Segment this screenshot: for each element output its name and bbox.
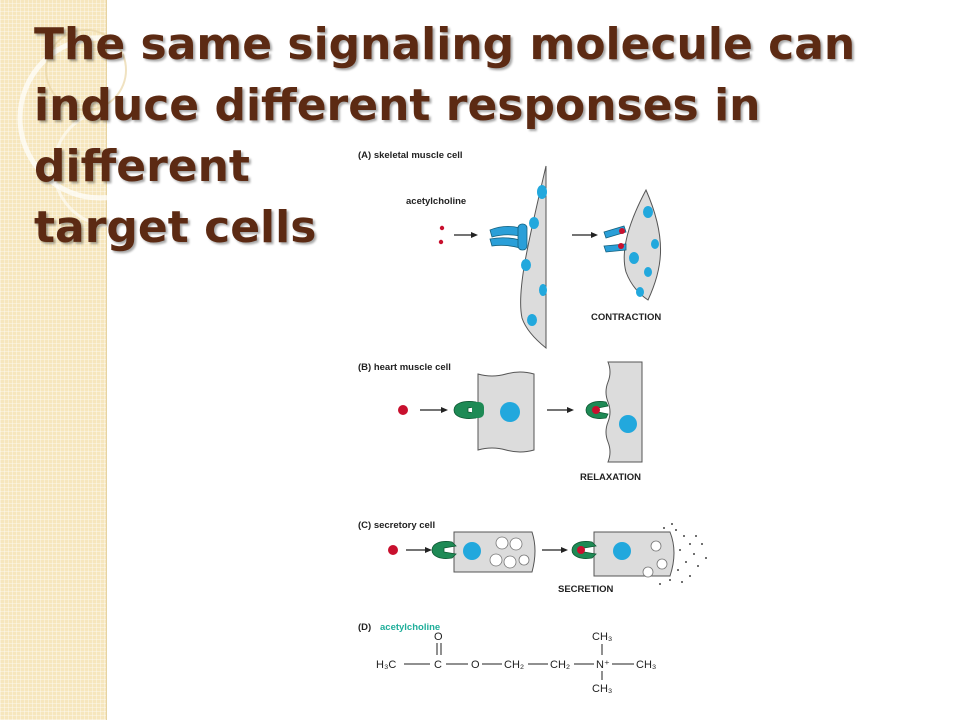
secreting-cell: [593, 531, 675, 577]
nucleus: [651, 239, 659, 249]
formula-ch2-a: CH₂: [504, 659, 524, 671]
ligand-dot: [398, 405, 408, 415]
decorative-side-band: [0, 0, 140, 720]
secreted-particles: [659, 523, 707, 585]
nucleus: [613, 542, 631, 560]
secreting-vesicles: [642, 540, 668, 578]
nucleus: [619, 415, 637, 433]
nucleus: [527, 314, 537, 326]
panel-c-label: (C) secretory cell: [358, 520, 435, 531]
formula-oxygen: O: [471, 659, 480, 671]
signaling-figure: (A) skeletal muscle cell acetylcholine: [358, 150, 707, 695]
nucleus: [643, 206, 653, 218]
bound-ligand: [592, 406, 600, 414]
arrow-b2-head: [567, 407, 574, 413]
arrow-a2-head: [591, 232, 598, 238]
formula-ch3-top: CH₃: [592, 631, 612, 643]
receptor-channel: [489, 223, 528, 251]
decorative-circles: [17, 29, 140, 228]
nucleus: [636, 287, 644, 297]
panel-d-label-prefix: (D): [358, 622, 371, 633]
green-receptor-stem: [472, 402, 484, 418]
vesicles: [489, 536, 530, 569]
formula-ch3-right: CH₃: [636, 659, 656, 671]
panel-d-acetylcholine-structure: (D) acetylcholine H₃C C O O CH₂ CH₂ N⁺ C…: [358, 622, 656, 695]
nucleus: [537, 185, 547, 199]
ligand-dot: [439, 225, 445, 231]
arrow-b1-head: [441, 407, 448, 413]
nucleus: [500, 402, 520, 422]
green-receptor: [431, 541, 457, 559]
nucleus: [644, 267, 652, 277]
secretion-label: SECRETION: [558, 584, 614, 595]
nucleus: [463, 542, 481, 560]
panel-b-heart-muscle: (B) heart muscle cell RELAXATION: [358, 361, 643, 483]
arrow-c2-head: [561, 547, 568, 553]
nucleus: [529, 217, 539, 229]
formula-carbon: C: [434, 659, 442, 671]
panel-c-secretory-cell: (C) secretory cell SECRETION: [358, 520, 707, 595]
relaxed-heart-cell: [605, 361, 643, 463]
contraction-label: CONTRACTION: [591, 312, 661, 323]
panel-a-label: (A) skeletal muscle cell: [358, 150, 463, 161]
ligand-dot: [388, 545, 398, 555]
arrow-a1-head: [471, 232, 478, 238]
formula-h3c: H₃C: [376, 659, 396, 671]
arrow-c1-head: [425, 547, 432, 553]
panel-d-label-name: acetylcholine: [380, 622, 440, 633]
formula-ch3-bottom: CH₃: [592, 683, 612, 695]
skeletal-muscle-cell: [520, 165, 547, 350]
nucleus: [629, 252, 639, 264]
nucleus: [521, 259, 531, 271]
formula-ch2-b: CH₂: [550, 659, 570, 671]
slide-title: The same signaling molecule can induce d…: [34, 19, 856, 253]
ligand-dot: [438, 239, 444, 245]
bound-receptor-channel: [603, 225, 627, 253]
nucleus: [539, 284, 547, 296]
formula-nitrogen: N⁺: [596, 659, 610, 671]
panel-a-skeletal-muscle: (A) skeletal muscle cell acetylcholine: [358, 150, 661, 350]
bound-ligand: [577, 546, 585, 554]
panel-b-label: (B) heart muscle cell: [358, 362, 451, 373]
relaxation-label: RELAXATION: [580, 472, 641, 483]
acetylcholine-label: acetylcholine: [406, 196, 466, 207]
formula-oxygen-top: O: [434, 631, 443, 643]
